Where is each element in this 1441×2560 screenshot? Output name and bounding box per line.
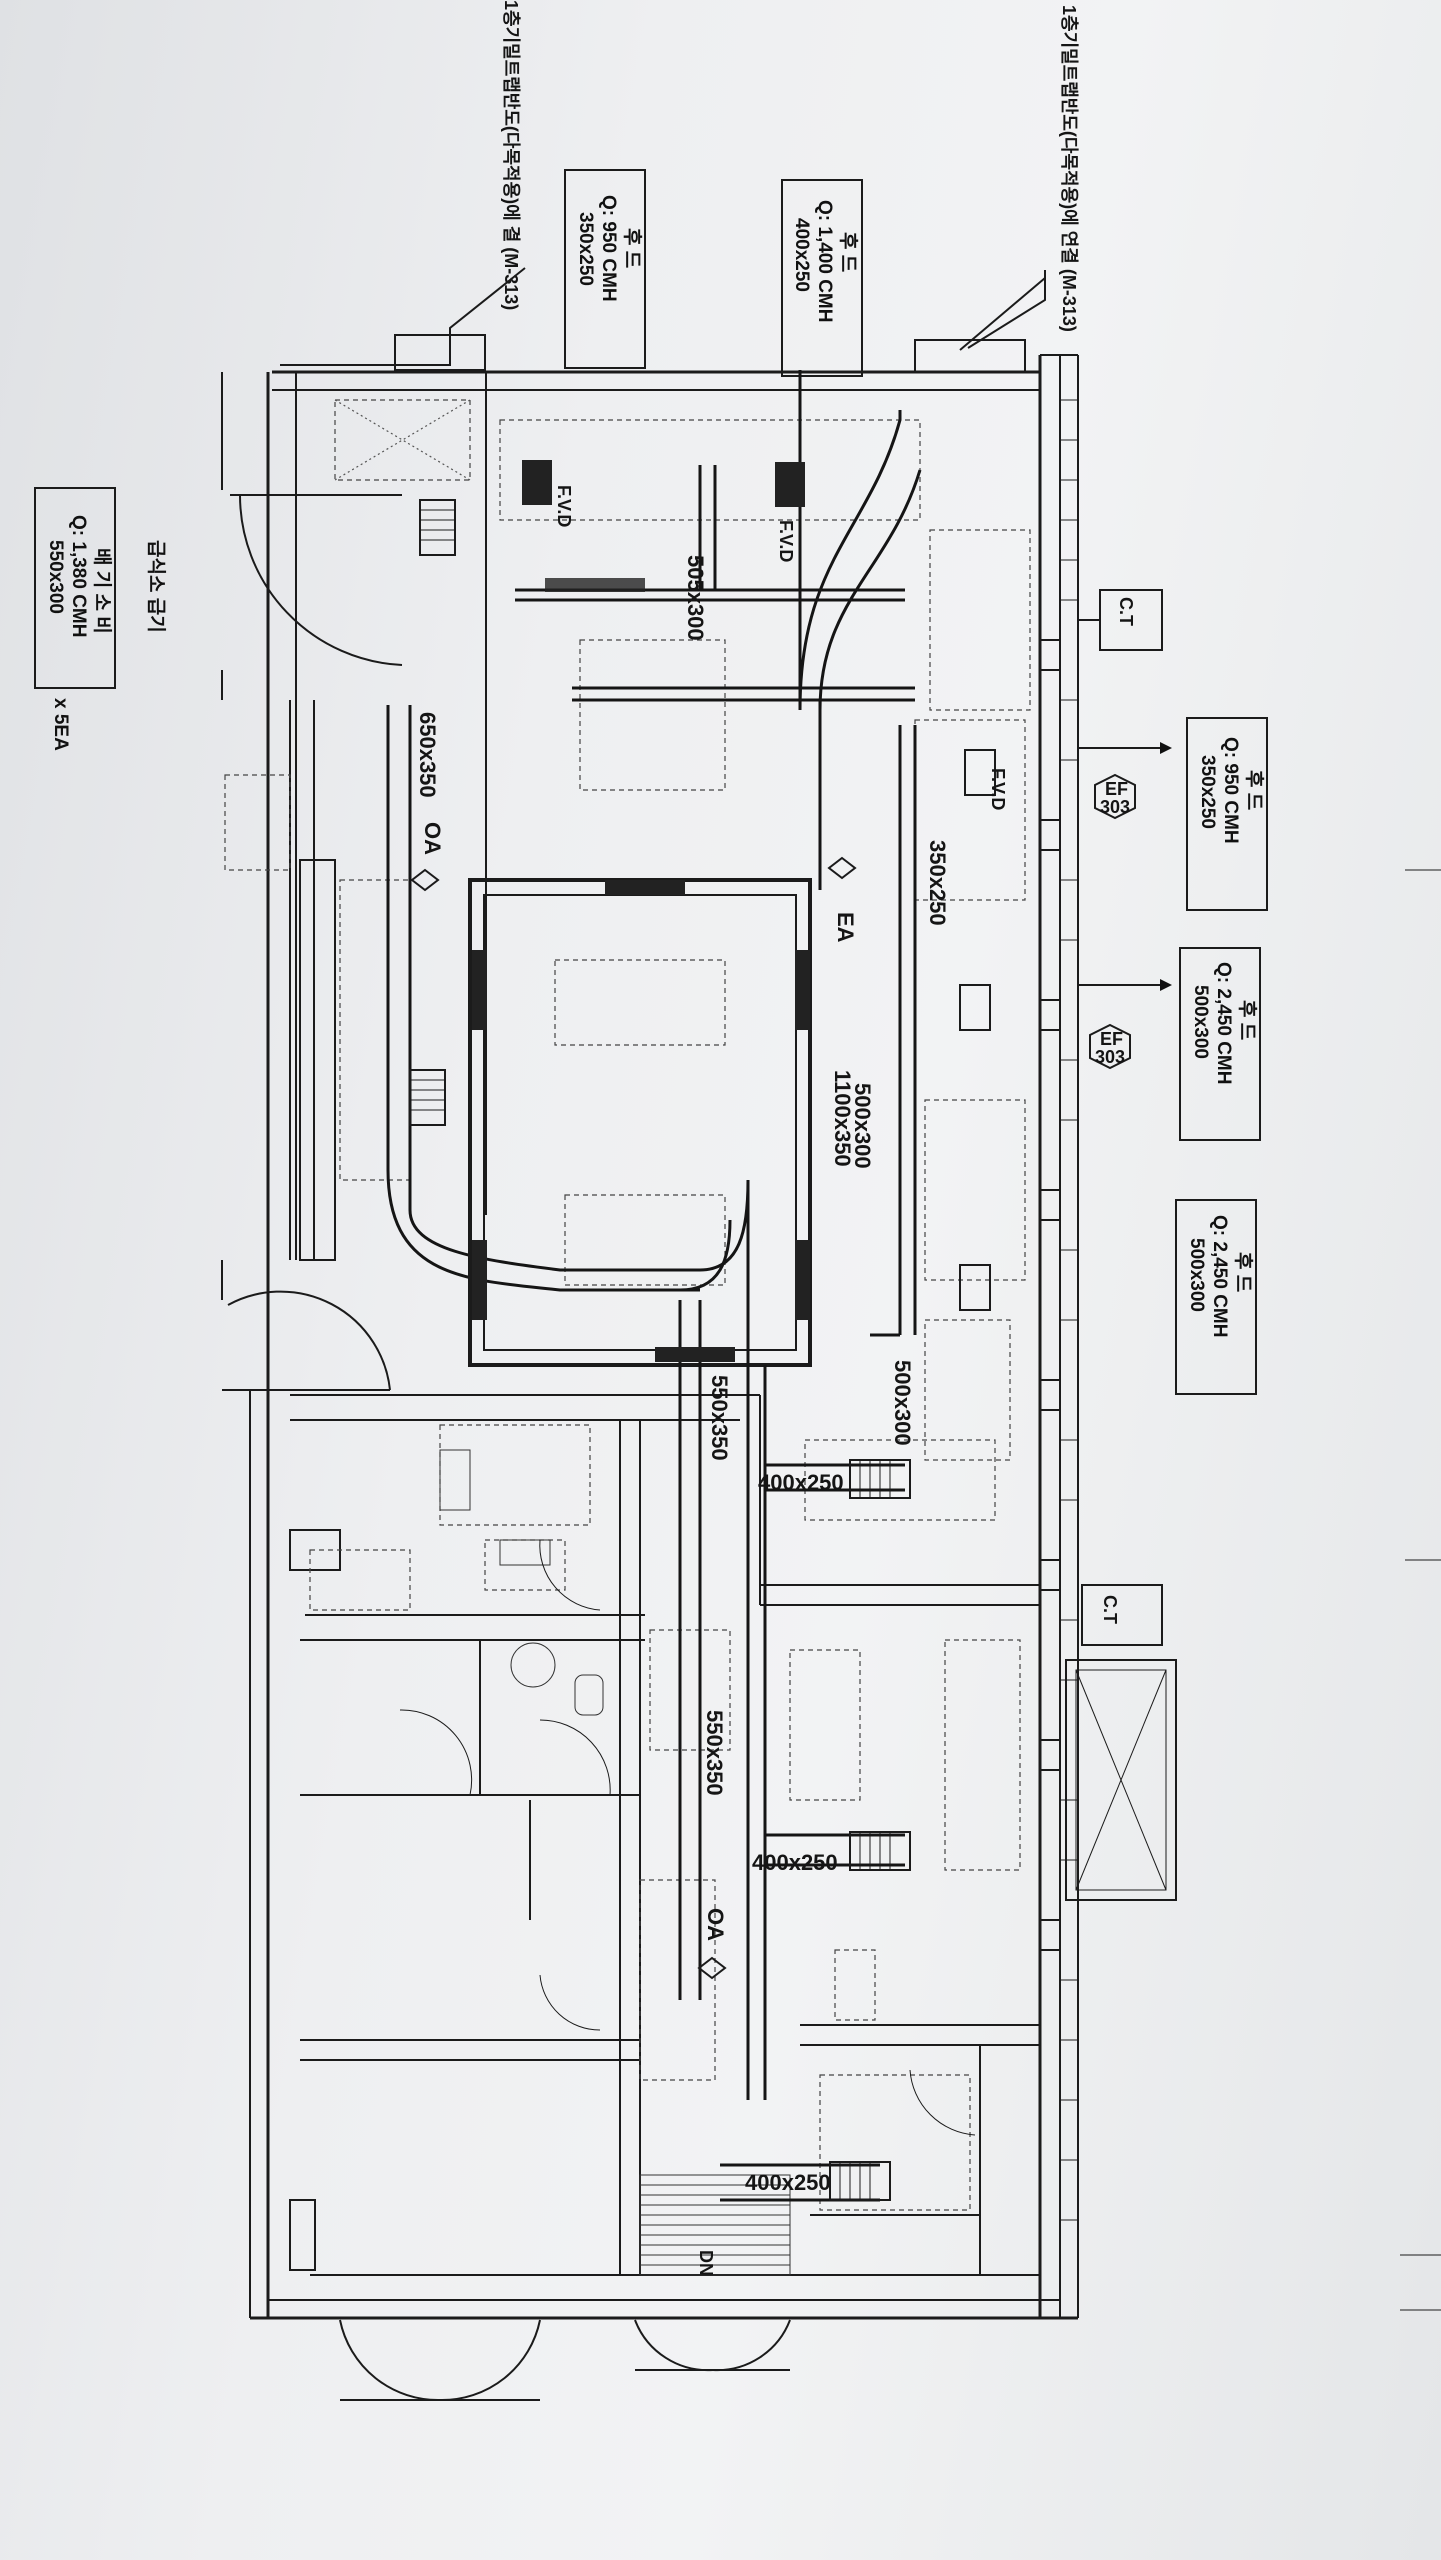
fan-tag: EF bbox=[1105, 779, 1128, 799]
box-title: 배 기 소 비 bbox=[91, 548, 113, 634]
spec-box-hood-right-2 bbox=[1179, 947, 1261, 1141]
duct-label: 400x250 bbox=[745, 2170, 831, 2195]
exhaust-fan-2: EF 303 bbox=[1078, 979, 1172, 1070]
oa-tag: OA bbox=[703, 1908, 728, 1941]
duct-label: 505x300 bbox=[683, 555, 708, 641]
duct-label: 350x250 bbox=[925, 840, 950, 926]
ct-tag: C.T bbox=[1116, 597, 1136, 626]
duct-network bbox=[386, 370, 922, 2202]
box-title: 후 드 bbox=[621, 228, 643, 268]
duct-label: 500x300 bbox=[850, 1083, 875, 1169]
box-title: 후 드 bbox=[1236, 1000, 1258, 1040]
fan-tag: EF bbox=[1100, 1029, 1123, 1049]
ea-tag: EA bbox=[833, 912, 858, 943]
box-size: 500x300 bbox=[1186, 1238, 1207, 1312]
grilles bbox=[409, 460, 996, 2201]
kitchen-equipment bbox=[224, 399, 1031, 2211]
box-flow: Q: 2,450 CMH bbox=[1209, 1215, 1230, 1337]
duct-label: 550x350 bbox=[707, 1375, 732, 1461]
box-size: 400x250 bbox=[791, 218, 812, 292]
spec-box-hood-top-left bbox=[564, 169, 646, 369]
fvd-tag: F.V.D bbox=[554, 485, 574, 527]
fvd-tag: F.V.D bbox=[988, 768, 1008, 810]
spec-box-hood-right-1 bbox=[1186, 717, 1268, 911]
exhaust-fan-1: EF 303 bbox=[1078, 742, 1172, 820]
duct-label: 550x350 bbox=[702, 1710, 727, 1796]
note-top-right: 1층기밀트랩반도(다목적용)에 연결 (M-313) bbox=[1059, 5, 1079, 332]
spec-box-hood-top-right bbox=[781, 179, 863, 377]
box-size: 350x250 bbox=[575, 212, 596, 286]
box-size: 550x300 bbox=[45, 540, 66, 614]
box-flow: Q: 1,400 CMH bbox=[814, 200, 835, 322]
duct-label: 400x250 bbox=[758, 1470, 844, 1495]
note-top-left: 1층기밀트랩반도(다목적용)에 결 (M-313) bbox=[501, 0, 521, 310]
duct-label: 500x300 bbox=[890, 1360, 915, 1446]
box-size: 350x250 bbox=[1197, 755, 1218, 829]
building-walls bbox=[221, 334, 1177, 2402]
box-qty: x 5EA bbox=[50, 698, 71, 751]
spec-box-hood-right-3 bbox=[1175, 1199, 1257, 1395]
fan-num: 303 bbox=[1095, 1047, 1125, 1067]
oa-tag: OA bbox=[420, 822, 445, 855]
box-title: 후 드 bbox=[837, 232, 859, 272]
box-title: 후 드 bbox=[1243, 770, 1265, 810]
box-flow: Q: 950 CMH bbox=[598, 195, 619, 302]
duct-label: 400x250 bbox=[752, 1850, 838, 1875]
box-flow: Q: 950 CMH bbox=[1220, 737, 1241, 844]
box-flow: Q: 1,380 CMH bbox=[68, 515, 89, 637]
box-title: 후 드 bbox=[1232, 1252, 1254, 1292]
spec-box-supply bbox=[34, 487, 116, 689]
ct-tag: C.T bbox=[1100, 1595, 1120, 1624]
duct-label: 650x350 bbox=[415, 712, 440, 798]
box-flow: Q: 2,450 CMH bbox=[1213, 962, 1234, 1084]
box-header: 급식소 급기 bbox=[145, 540, 167, 633]
duct-label: 1100x350 bbox=[830, 1070, 855, 1167]
dn-tag: DN bbox=[696, 2250, 716, 2276]
box-size: 500x300 bbox=[1190, 985, 1211, 1059]
fan-num: 303 bbox=[1100, 797, 1130, 817]
fvd-tag: F.V.D bbox=[776, 520, 796, 562]
